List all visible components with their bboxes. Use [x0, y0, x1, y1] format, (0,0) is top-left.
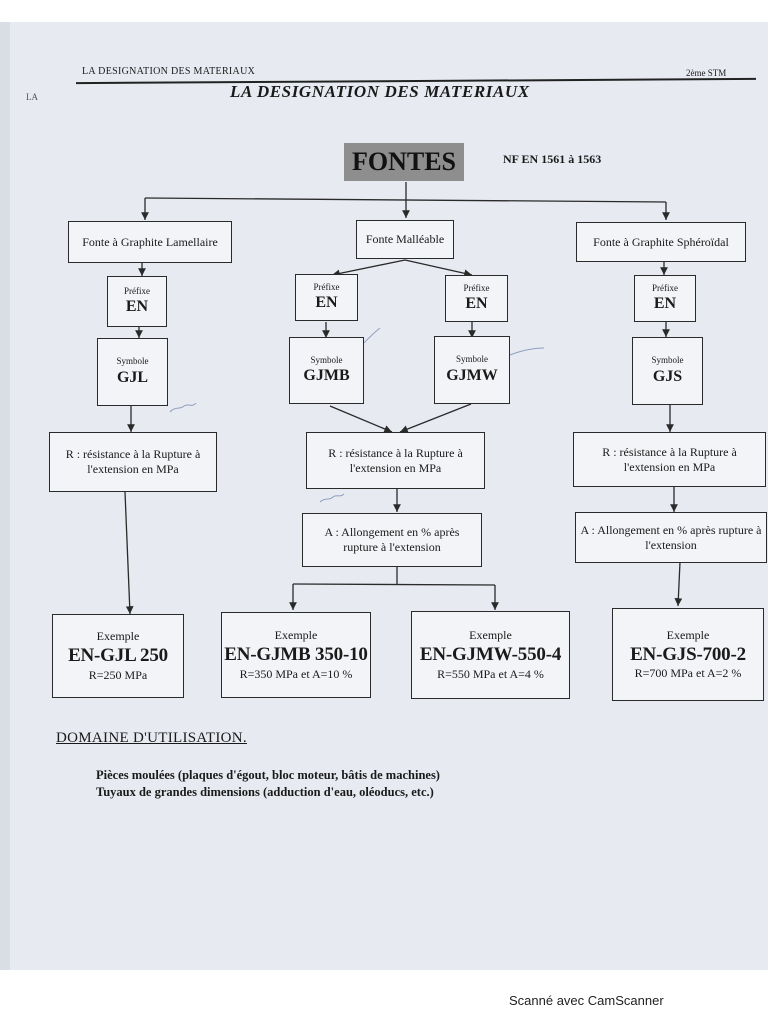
- prefix-box-gjl: Préfixe EN: [107, 276, 167, 327]
- example-code: EN-GJL 250: [68, 645, 168, 667]
- example-code: EN-GJS-700-2: [630, 643, 746, 665]
- example-label: Exemple: [469, 628, 512, 643]
- top-bar: [0, 0, 768, 22]
- r-desc-lamellaire: R : résistance à la Rupture à l'extensio…: [49, 432, 217, 492]
- example-gjl: Exemple EN-GJL 250 R=250 MPa: [52, 614, 184, 698]
- example-code: EN-GJMW-550-4: [419, 644, 562, 666]
- symbol-label: Symbole: [116, 356, 149, 367]
- example-label: Exemple: [96, 629, 140, 644]
- norm-reference: NF EN 1561 à 1563: [503, 152, 602, 166]
- a-desc-spheroidal: A : Allongement en % après rupture à l'e…: [575, 512, 767, 563]
- symbol-box-gjmw: Symbole GJMW: [434, 336, 510, 404]
- diagram-connectors: [124, 182, 683, 615]
- use-line-1: Pièces moulées (plaques d'égout, bloc mo…: [96, 768, 440, 782]
- prefix-label: Préfixe: [313, 281, 340, 292]
- class-label: 2ème STM: [686, 68, 727, 78]
- category-lamellaire: Fonte à Graphite Lamellaire: [68, 221, 232, 263]
- symbol-value: GJS: [652, 367, 683, 385]
- example-value: R=250 MPa: [88, 667, 148, 682]
- symbol-label: Symbole: [651, 355, 684, 366]
- symbol-value: GJMW: [446, 366, 498, 384]
- prefix-box-gjs: Préfixe EN: [634, 275, 696, 322]
- header-small-title: LA DESIGNATION DES MATERIAUX: [82, 66, 256, 77]
- domaine-title: DOMAINE D'UTILISATION.: [56, 730, 247, 746]
- category-spheroidal: Fonte à Graphite Sphéroïdal: [576, 222, 746, 262]
- prefix-box-gjmw: Préfixe EN: [445, 275, 508, 322]
- symbol-value: GJL: [116, 368, 149, 386]
- fontes-root-box: FONTES: [344, 143, 464, 181]
- prefix-value: EN: [315, 294, 338, 312]
- example-gjmb: Exemple EN-GJMB 350-10 R=350 MPa et A=10…: [221, 612, 371, 698]
- example-label: Exemple: [274, 628, 318, 643]
- example-label: Exemple: [666, 627, 710, 642]
- prefix-value: EN: [125, 298, 149, 316]
- prefix-value: EN: [653, 295, 677, 313]
- page-title: LA DESIGNATION DES MATERIAUX: [230, 82, 530, 101]
- scanned-page: LA LA DESIGNATION DES MATERIAUX 2ème STM…: [0, 22, 768, 970]
- symbol-box-gjs: Symbole GJS: [632, 337, 703, 405]
- r-desc-spheroidal: R : résistance à la Rupture à l'extensio…: [573, 432, 766, 487]
- example-gjs: Exemple EN-GJS-700-2 R=700 MPa et A=2 %: [612, 608, 764, 701]
- symbol-box-gjl: Symbole GJL: [97, 338, 168, 406]
- prefix-value: EN: [465, 295, 488, 313]
- prefix-label: Préfixe: [463, 282, 490, 293]
- example-gjmw: Exemple EN-GJMW-550-4 R=550 MPa et A=4 %: [411, 611, 570, 699]
- symbol-box-gjmb: Symbole GJMB: [289, 337, 364, 404]
- example-value: R=700 MPa et A=2 %: [634, 666, 742, 681]
- symbol-label: Symbole: [455, 354, 488, 365]
- a-desc-malleable: A : Allongement en % après rupture à l'e…: [302, 513, 482, 567]
- prefix-label: Préfixe: [652, 282, 678, 293]
- scanner-watermark: Scanné avec CamScanner: [509, 993, 664, 1008]
- example-code: EN-GJMB 350-10: [224, 644, 368, 666]
- category-malleable: Fonte Malléable: [356, 220, 454, 259]
- example-value: R=350 MPa et A=10 %: [239, 666, 353, 681]
- symbol-value: GJMB: [303, 367, 350, 385]
- page-edge: [0, 22, 10, 970]
- r-desc-malleable: R : résistance à la Rupture à l'extensio…: [306, 432, 485, 489]
- symbol-label: Symbole: [310, 354, 343, 365]
- use-line-2: Tuyaux de grandes dimensions (adduction …: [96, 785, 434, 799]
- example-value: R=550 MPa et A=4 %: [437, 666, 544, 681]
- ghost-text: LA: [26, 92, 38, 102]
- prefix-box-gjmb: Préfixe EN: [295, 274, 358, 321]
- domaine-uses: Pièces moulées (plaques d'égout, bloc mo…: [96, 767, 440, 801]
- prefix-label: Préfixe: [124, 285, 150, 296]
